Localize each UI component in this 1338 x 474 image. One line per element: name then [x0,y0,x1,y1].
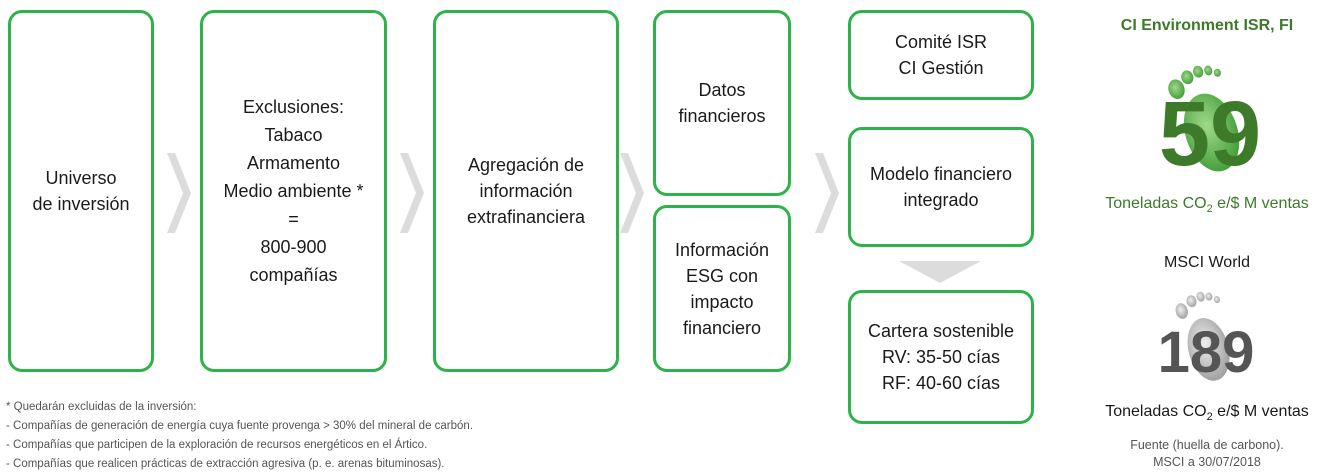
footnote-line: * Quedarán excluidas de la inversión: [6,401,197,413]
chevron-arrow-1 [167,153,191,233]
esg-info-text: Información ESG con impacto financiero [674,239,770,338]
financial-data-box: Datos financieros [653,10,791,196]
fund-carbon-value: 59 [1158,83,1262,185]
footnote-line: - Compañías que participen de la explora… [6,439,428,451]
portfolio-text: Cartera sostenible RV: 35-50 cías RF: 40… [867,321,1015,393]
aggregation-box: Agregación de información extrafinancier… [433,10,619,372]
chevron-arrow-2 [400,153,424,233]
esg-info-box: Información ESG con impacto financiero [653,205,791,372]
financial-data-text: Datos financieros [678,80,766,126]
model-box: Modelo financiero integrado [848,127,1034,247]
down-arrow [899,261,981,283]
chevron-arrow-4 [815,153,839,233]
universe-box: Universo de inversión [8,10,154,372]
footnote-line: - Compañías de generación de energía cuy… [6,420,474,432]
fund-title: CI Environment ISR, FI [1120,17,1294,34]
universe-text: Universo de inversión [32,168,130,214]
source-note: Fuente (huella de carbono). MSCI a 30/07… [1130,438,1284,469]
grey-footprint-icon [1175,291,1230,381]
benchmark-title: MSCI World [1164,254,1250,271]
benchmark-carbon-value: 189 [1157,320,1255,385]
committee-box: Comité ISR CI Gestión [848,10,1034,100]
footnote-line: - Compañías que realicen prácticas de ex… [6,458,445,470]
green-footprint-icon [1168,65,1240,172]
exclusion-footnotes: * Quedarán excluidas de la inversión: - … [6,398,473,474]
committee-text: Comité ISR CI Gestión [894,32,988,78]
fund-unit: Toneladas CO2 e/$ M ventas [1105,195,1309,216]
aggregation-text: Agregación de información extrafinancier… [466,155,586,227]
portfolio-box: Cartera sostenible RV: 35-50 cías RF: 40… [848,290,1034,424]
benchmark-unit: Toneladas CO2 e/$ M ventas [1105,403,1309,424]
exclusions-box: Exclusiones: Tabaco Armamento Medio ambi… [200,10,387,372]
chevron-arrow-3 [620,153,644,233]
model-text: Modelo financiero integrado [869,164,1013,210]
exclusions-text: Exclusiones: Tabaco Armamento Medio ambi… [223,97,364,285]
